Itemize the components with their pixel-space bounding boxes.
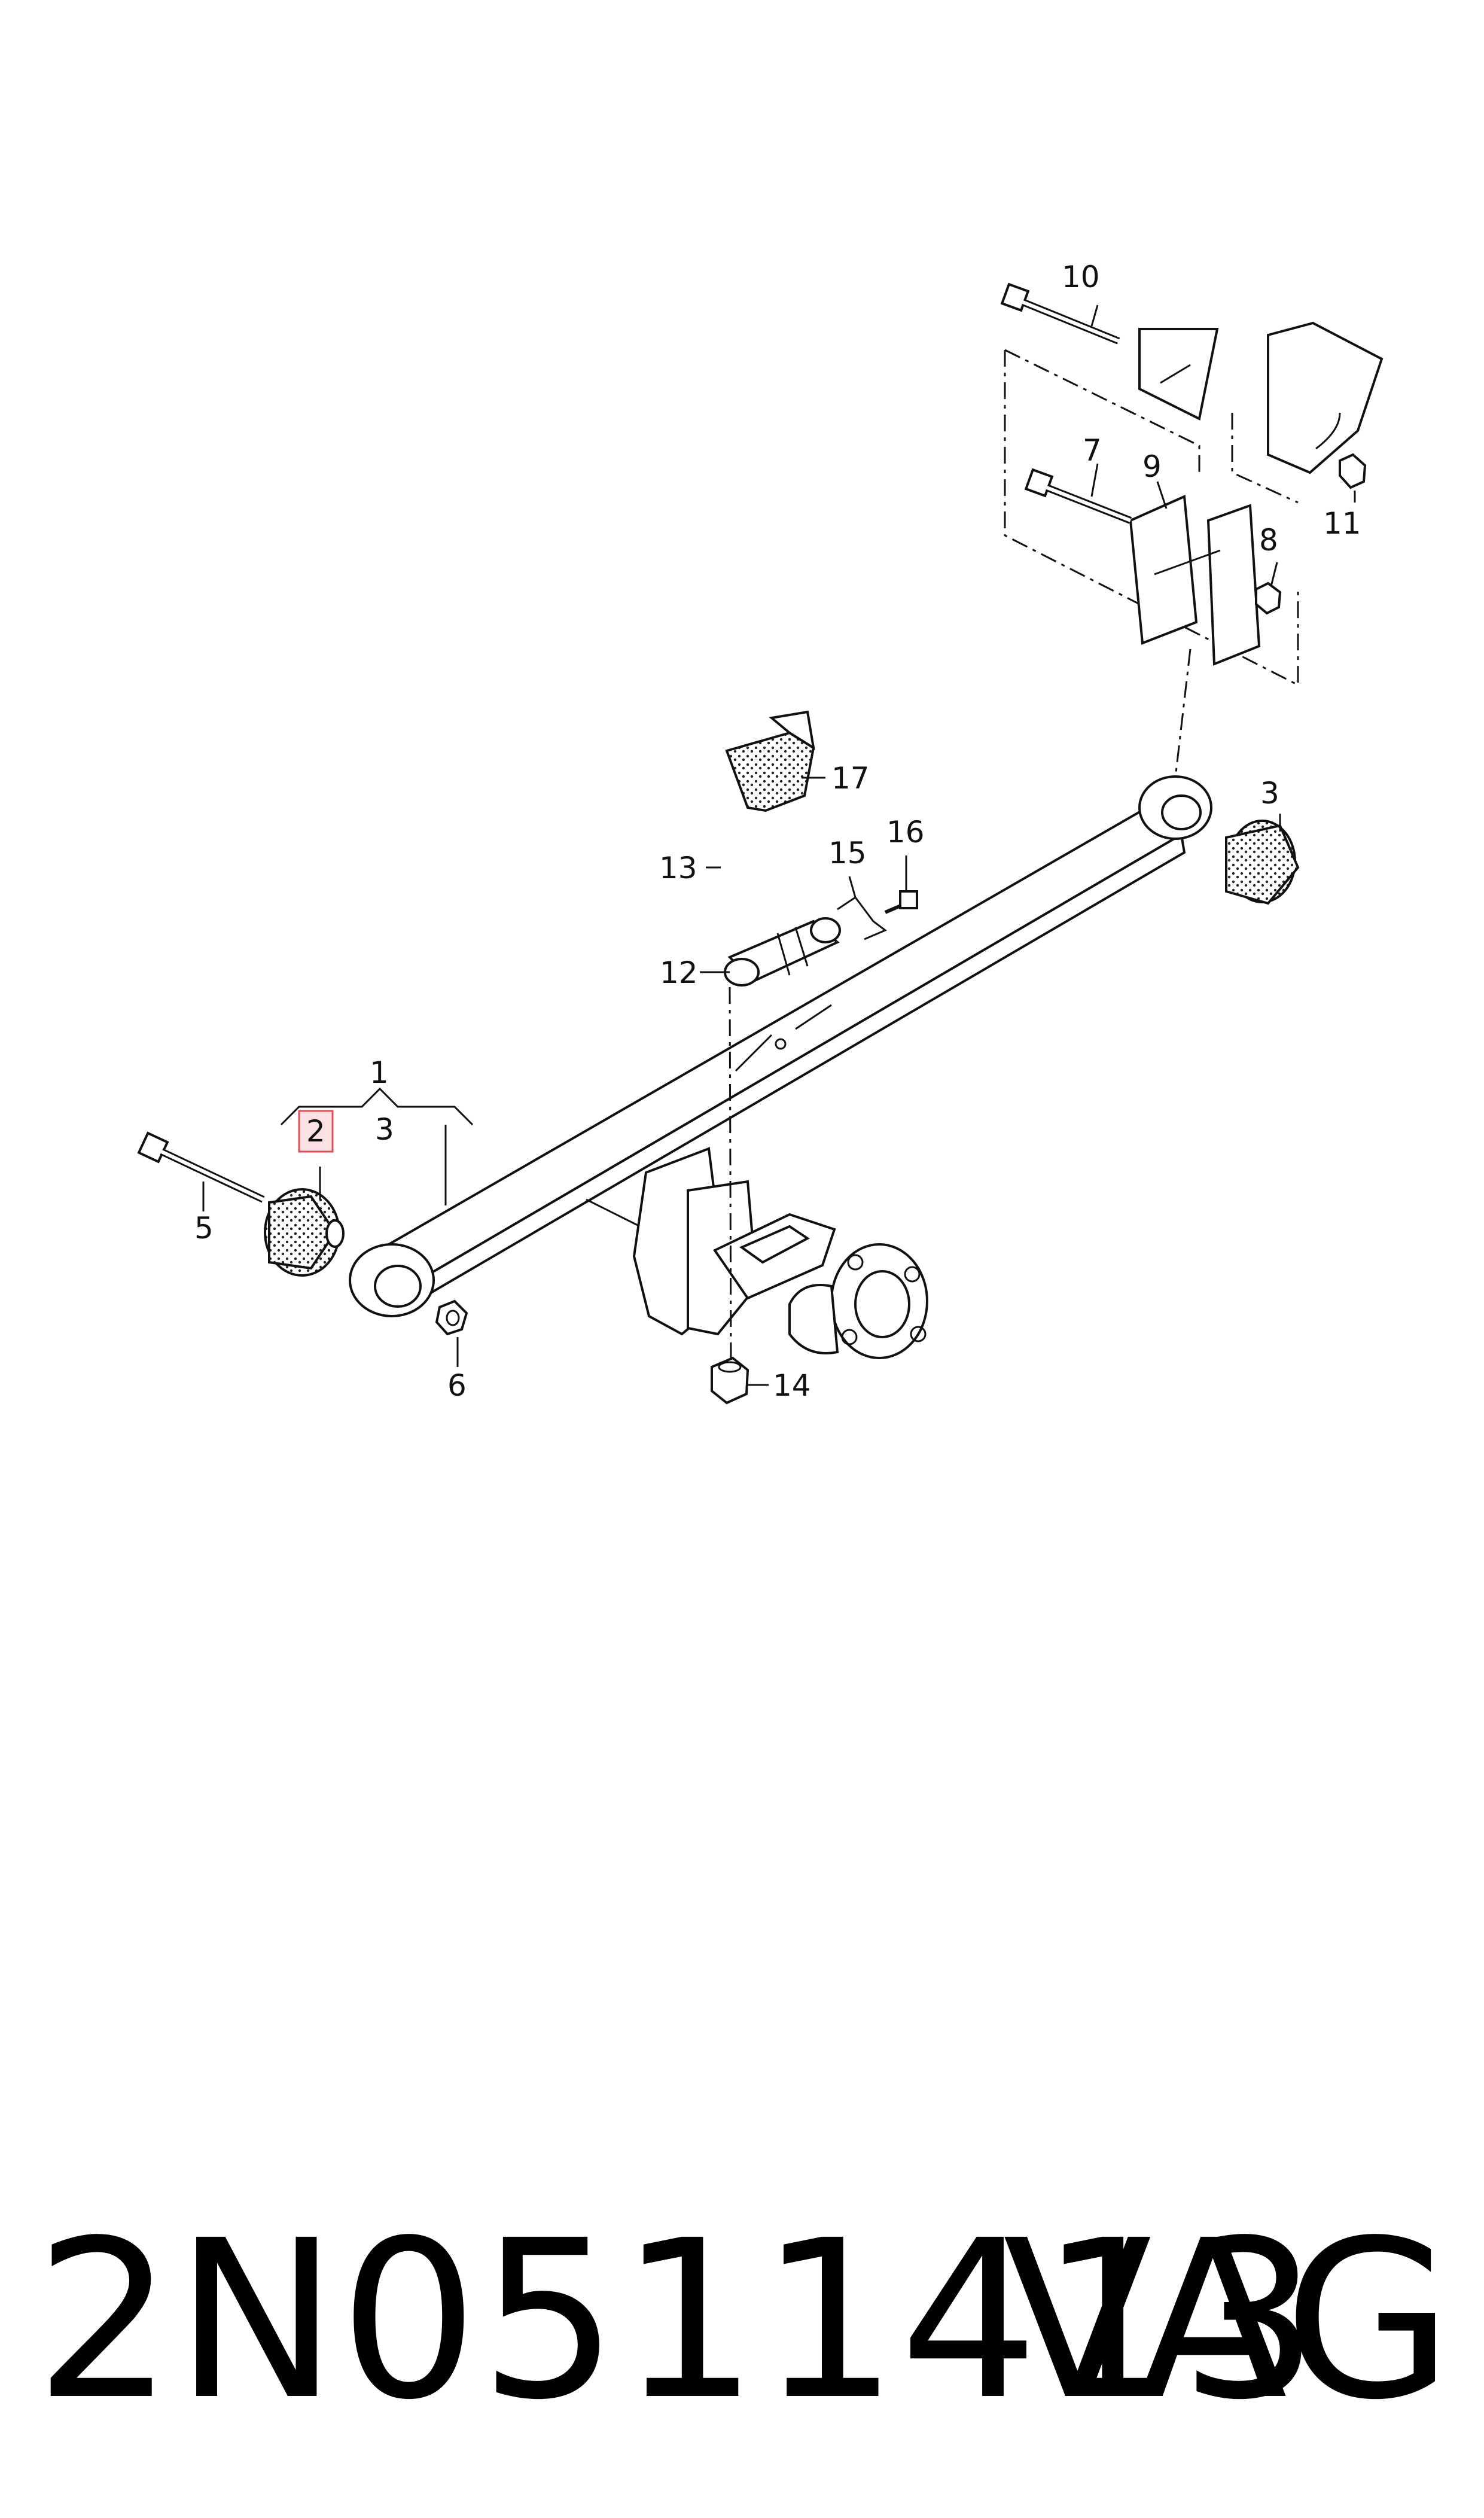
callout-15[interactable]: 15 — [828, 836, 867, 870]
callout-16[interactable]: 16 — [886, 815, 925, 850]
u-bolt-axis — [729, 987, 732, 1359]
leaf-spring — [349, 775, 1212, 1317]
clip-15 — [837, 896, 887, 940]
callout-9[interactable]: 9 — [1142, 449, 1162, 484]
callout-2[interactable]: 2 — [306, 1114, 325, 1149]
callout-7[interactable]: 7 — [1083, 433, 1102, 468]
bump-stop-17 — [725, 710, 815, 812]
callout-3-front[interactable]: 3 — [375, 1112, 394, 1147]
callout-12[interactable]: 12 — [660, 955, 698, 990]
callout-8[interactable]: 8 — [1259, 523, 1278, 558]
spring-plate-12 — [724, 917, 841, 987]
part-number: 2N0511413 — [35, 2194, 1320, 2448]
callout-6[interactable]: 6 — [447, 1368, 467, 1403]
axle-hub — [586, 1147, 928, 1359]
callout-5[interactable]: 5 — [194, 1211, 214, 1246]
footer: 2N0511413 VAG — [0, 2196, 1484, 2447]
leader-lines — [202, 305, 1356, 1386]
front-bushing — [264, 1188, 345, 1277]
shackle-assembly — [1000, 282, 1384, 778]
rear-bushing — [1225, 820, 1300, 905]
nut-14 — [711, 1356, 749, 1405]
brand-name: VAG — [1002, 2194, 1453, 2448]
callout-10[interactable]: 10 — [1062, 260, 1100, 294]
callout-11[interactable]: 11 — [1323, 506, 1361, 541]
nut-6 — [435, 1299, 468, 1336]
u-bolt-13 — [714, 839, 782, 924]
callout-3-rear[interactable]: 3 — [1260, 776, 1279, 811]
screw-16 — [884, 890, 918, 914]
callout-13[interactable]: 13 — [659, 851, 697, 885]
callout-1[interactable]: 1 — [370, 1055, 389, 1090]
callout-14[interactable]: 14 — [773, 1368, 811, 1403]
bolt-5 — [137, 1131, 265, 1203]
callout-17[interactable]: 17 — [831, 761, 870, 796]
highlight-box — [298, 1110, 334, 1153]
